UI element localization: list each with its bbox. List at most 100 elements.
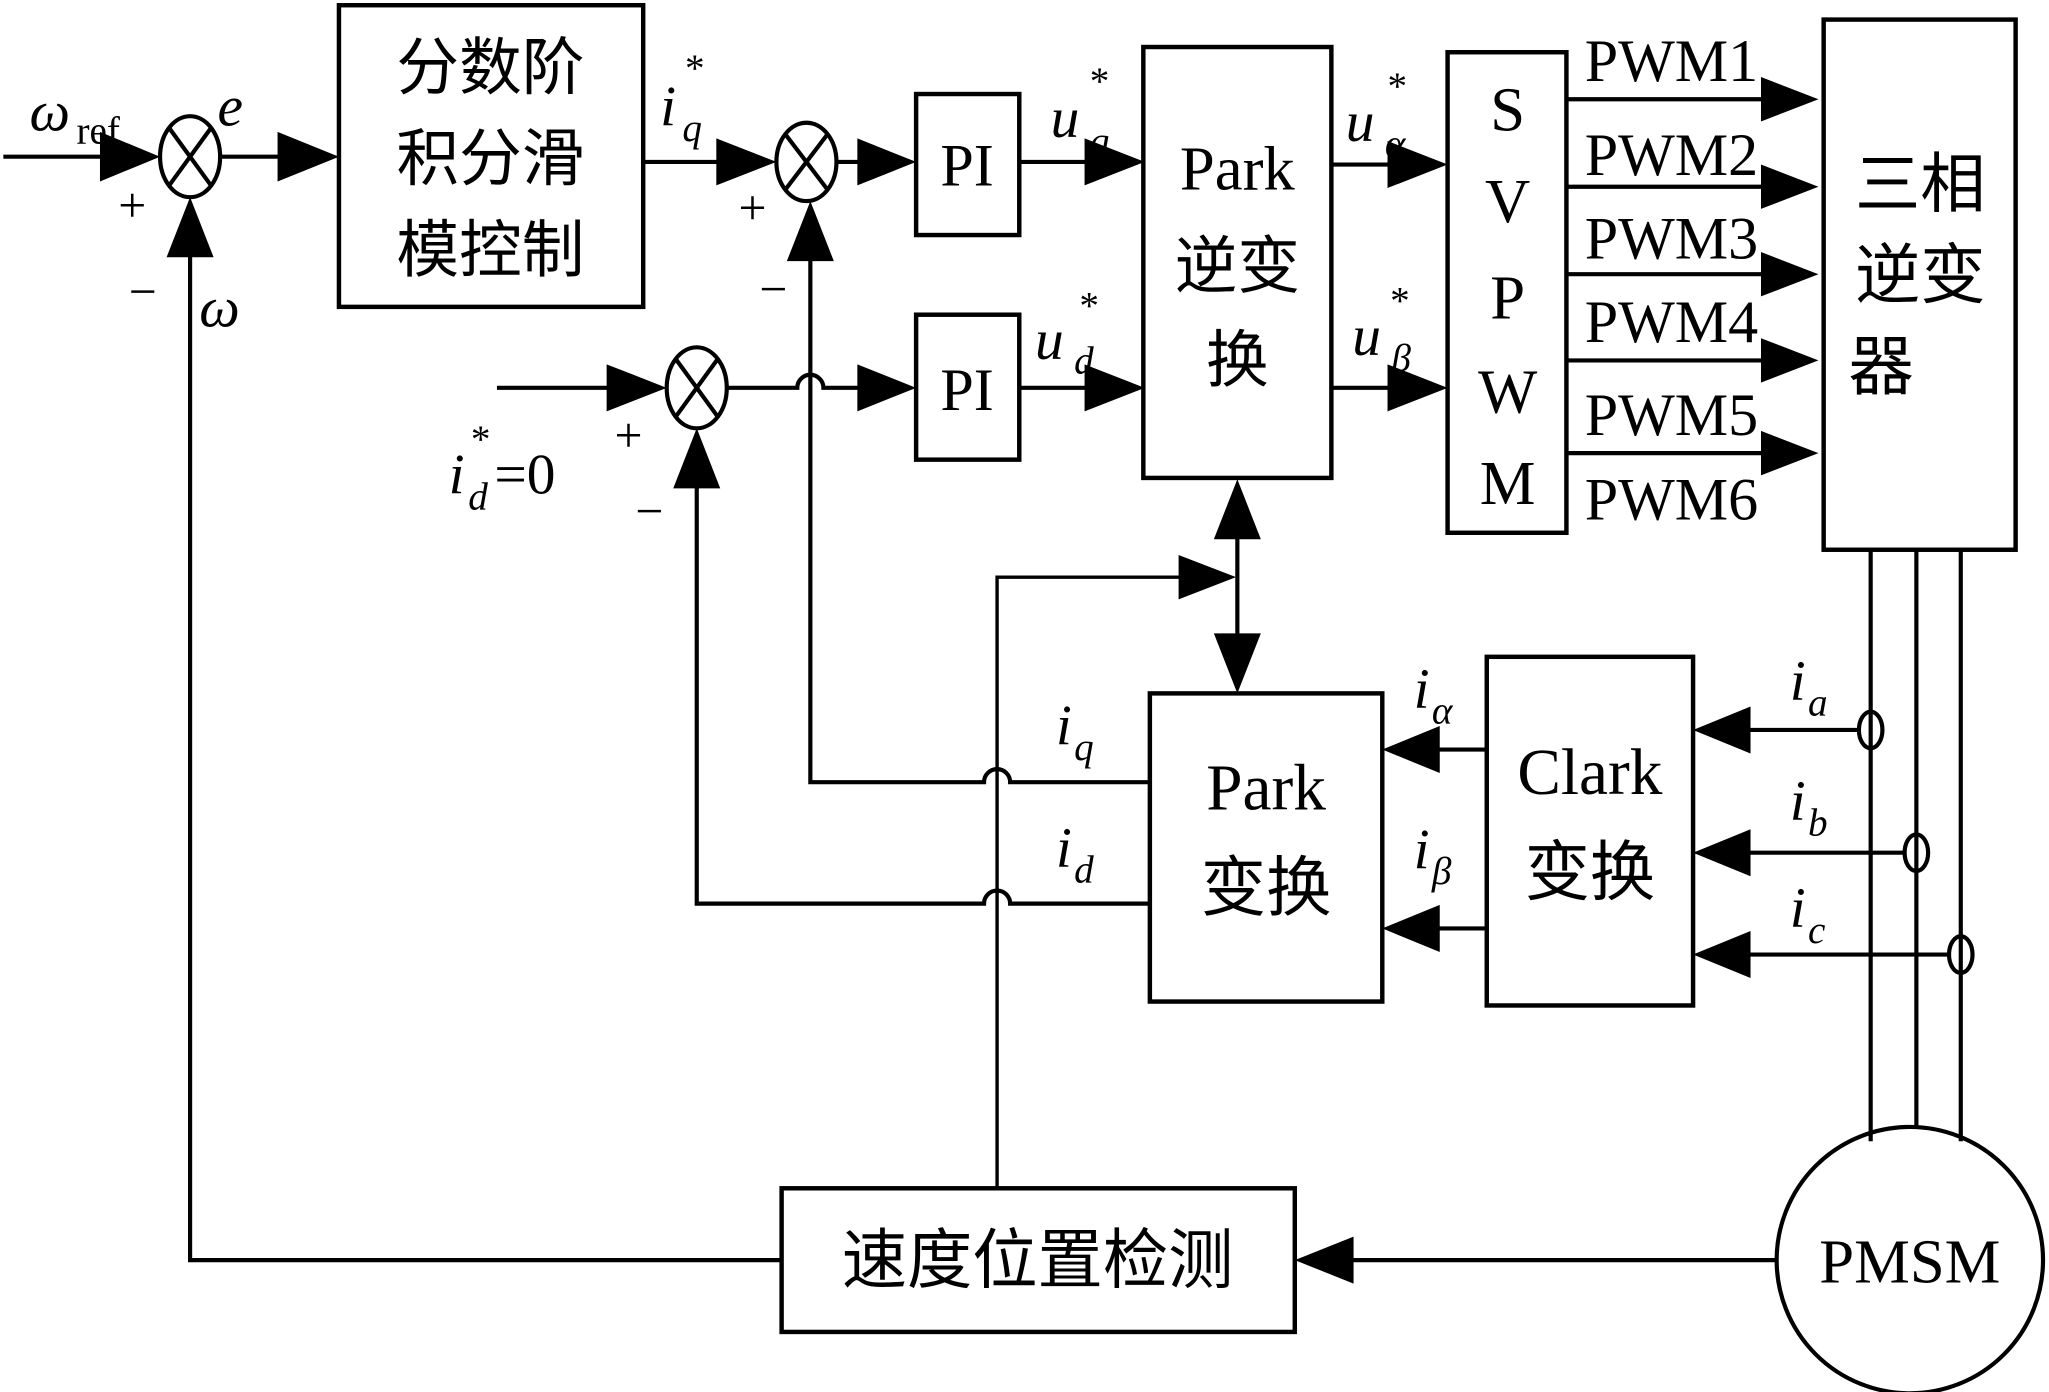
ubeta-ref-subscript: β: [1390, 337, 1411, 380]
id-ref-value: =0: [494, 444, 555, 507]
park-line2: 变换: [1201, 850, 1332, 926]
error-arrow: [220, 131, 339, 182]
ic-subscript: c: [1808, 909, 1825, 952]
uq-ref-subscript: q: [1090, 120, 1110, 163]
ib-subscript: b: [1808, 802, 1828, 845]
ialpha-arrow: [1382, 726, 1487, 774]
svpwm-letter-w: W: [1478, 357, 1538, 427]
ubeta-ref-star: *: [1390, 279, 1410, 322]
ia-subscript: a: [1808, 682, 1828, 725]
pi-controller-d: PI: [913, 312, 1022, 462]
pmsm-label: PMSM: [1819, 1226, 2000, 1296]
id-feedback-label: i: [1056, 817, 1072, 880]
id-ref-input-line: [496, 364, 667, 412]
ubeta-ref-label: u: [1352, 305, 1381, 368]
theta-double-arrow: [1213, 479, 1261, 694]
clark-line2: 变换: [1525, 834, 1656, 910]
speed-position-detection-block: 速度位置检测: [779, 1186, 1298, 1335]
pi-controller-q: PI: [913, 91, 1022, 238]
pwm-label-5: PWM5: [1585, 381, 1758, 448]
pwm-arrow-1: [1566, 77, 1819, 122]
id-feedback-subscript: d: [1074, 849, 1094, 892]
ialpha-subscript: α: [1432, 689, 1454, 732]
fractional-smc-line3: 模控制: [396, 214, 584, 287]
sum-d-to-pi-arrow: [726, 364, 917, 412]
ibeta-subscript: β: [1431, 850, 1452, 893]
ia-arrow: [1693, 706, 1859, 754]
inverter-line3: 器: [1848, 329, 1913, 405]
inverter-line1: 三相: [1855, 146, 1986, 222]
ib-label: i: [1790, 770, 1806, 833]
ualpha-ref-label: u: [1346, 91, 1375, 154]
ic-arrow: [1693, 931, 1950, 979]
speed-position-label: 速度位置检测: [842, 1222, 1234, 1298]
pi-d-label: PI: [940, 356, 993, 423]
fractional-smc-block: 分数阶 积分滑 模控制: [336, 3, 646, 310]
ud-ref-star: *: [1079, 285, 1099, 328]
minus-sign-d: −: [635, 484, 663, 539]
pmsm-motor: PMSM: [1774, 1124, 2046, 1392]
pwm-arrow-3: [1566, 252, 1819, 297]
three-phase-lines: [1868, 549, 1963, 1142]
sum-junction-d: [664, 345, 729, 431]
minus-sign-speed: −: [129, 264, 157, 319]
pwm-arrow-5: [1566, 430, 1819, 476]
ud-ref-arrow: [1019, 364, 1145, 412]
inverse-park-line1: Park: [1180, 133, 1296, 203]
id-ref-subscript: d: [468, 475, 488, 518]
svpwm-letter-p: P: [1490, 263, 1525, 333]
iq-ref-arrow: [643, 138, 777, 186]
pwm-label-3: PWM3: [1585, 205, 1758, 272]
pwm-label-2: PWM2: [1585, 121, 1758, 188]
uq-ref-arrow: [1019, 138, 1145, 186]
iq-feedback-subscript: q: [1074, 726, 1094, 769]
park-line1: Park: [1206, 753, 1326, 825]
minus-sign-q: −: [759, 262, 787, 317]
clark-transform-block: Clark 变换: [1484, 654, 1696, 1008]
omega-ref-subscript: ref: [76, 110, 120, 153]
error-label: e: [218, 75, 244, 138]
ubeta-ref-arrow: [1331, 364, 1448, 412]
inverse-park-line2: 逆变: [1175, 229, 1300, 302]
plus-sign-speed: +: [118, 178, 146, 233]
pwm-label-4: PWM4: [1585, 288, 1758, 355]
id-ref-star: *: [471, 418, 491, 461]
pwm-arrow-4: [1566, 338, 1819, 383]
ib-arrow: [1693, 829, 1905, 877]
sum-junction-speed: [157, 114, 223, 200]
clark-line1: Clark: [1517, 737, 1662, 809]
svpwm-letter-v: V: [1485, 166, 1530, 236]
fractional-smc-line1: 分数阶: [396, 31, 584, 104]
omega-ref-input-line: [3, 131, 161, 182]
pwm-label-6: PWM6: [1585, 466, 1758, 533]
ualpha-ref-subscript: α: [1385, 123, 1407, 166]
id-ref-label: i: [449, 444, 465, 507]
id-feedback-line: [673, 428, 1150, 906]
svpwm-letter-m: M: [1480, 448, 1536, 518]
motor-to-sensor-arrow: [1294, 1236, 1777, 1284]
pwm-arrow-2: [1566, 164, 1819, 209]
ibeta-label: i: [1414, 818, 1430, 881]
omega-feedback-line: [166, 197, 782, 1263]
pwm-label-1: PWM1: [1585, 27, 1758, 94]
park-transform-block: Park 变换: [1147, 691, 1385, 1004]
sum-q-to-pi-arrow: [836, 138, 917, 186]
omega-feedback-label: ω: [199, 276, 240, 339]
iq-ref-subscript: q: [682, 107, 702, 150]
sum-junction-q: [774, 120, 839, 204]
iq-feedback-label: i: [1056, 694, 1072, 757]
ia-label: i: [1790, 650, 1806, 713]
pi-q-label: PI: [940, 131, 993, 198]
three-phase-inverter-block: 三相 逆变 器: [1821, 17, 2018, 552]
plus-sign-q: +: [739, 181, 767, 236]
inverter-line2: 逆变: [1855, 238, 1986, 314]
fractional-smc-line2: 积分滑: [396, 122, 584, 195]
svpwm-letter-s: S: [1490, 75, 1525, 145]
iq-ref-star: *: [685, 47, 705, 90]
ic-label: i: [1790, 877, 1806, 940]
inverse-park-line3: 换: [1206, 323, 1269, 396]
inverse-park-block: Park 逆变 换: [1141, 44, 1334, 481]
ibeta-arrow: [1382, 904, 1487, 952]
ualpha-ref-star: *: [1388, 65, 1408, 108]
ud-ref-subscript: d: [1074, 339, 1094, 382]
